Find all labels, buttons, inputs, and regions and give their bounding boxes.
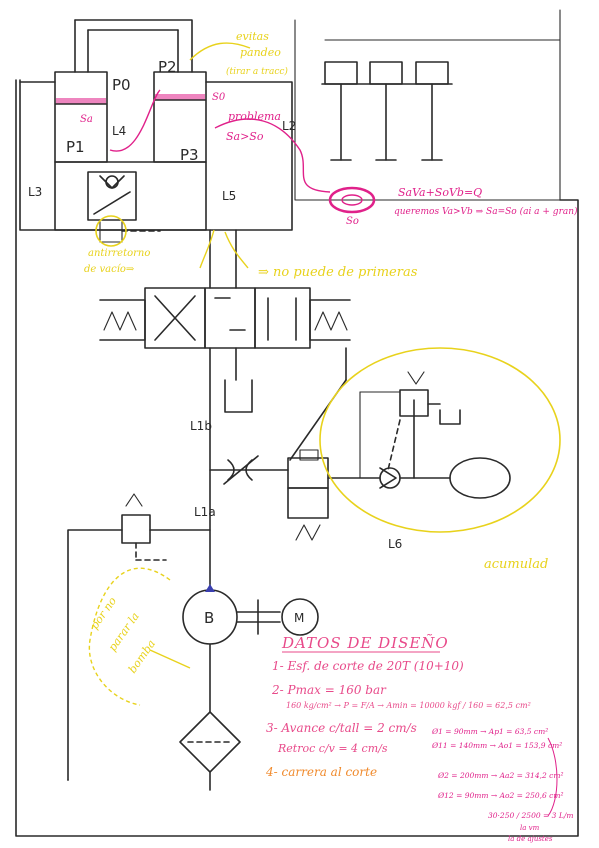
magenta-notes: Sa S0 problema Sa>So So SaVa+SoVb=Q quer… <box>80 92 578 227</box>
accumulator-circuit <box>287 371 511 541</box>
design-calc2: Ø11 = 140mm → Ao1 = 153,9 cm² <box>431 741 562 750</box>
design-item4: 4- carrera al corte <box>265 765 377 779</box>
note-evitar-2: pandeo <box>240 46 281 59</box>
note-problema-2: Sa>So <box>226 130 264 143</box>
label-l1b: L1b <box>190 419 212 433</box>
note-check-1: antirretorno <box>88 248 150 259</box>
design-calc7: la de ajustes <box>508 835 553 843</box>
design-item3b: Retroc c/v = 4 cm/s <box>277 742 388 755</box>
design-calc6: la vm <box>520 824 540 832</box>
label-motor: M <box>294 611 304 625</box>
design-item1: 1- Esf. de corte de 20T (10+10) <box>272 659 464 673</box>
note-evitar-3: (tirar a tracc) <box>226 66 288 77</box>
relief-valve <box>67 493 211 781</box>
note-problema-1: problema <box>228 110 281 123</box>
label-l3: L3 <box>28 185 42 199</box>
note-acumulador: acumulad <box>484 557 548 572</box>
note-evitar-1: evitas <box>236 30 269 43</box>
label-l4: L4 <box>112 124 126 138</box>
note-nopump-1: por no <box>88 594 120 631</box>
note-no-prime: ⇒ no puede de primeras <box>258 265 418 280</box>
magenta-annotation-strokes <box>109 89 376 214</box>
design-item2: 2- Pmax = 160 bar <box>271 683 387 697</box>
label-p0: P0 <box>112 76 131 94</box>
design-item3: 3- Avance c/tall = 2 cm/s <box>266 721 417 735</box>
note-nopump-3: bomba <box>126 637 158 675</box>
label-p3: P3 <box>180 146 199 164</box>
design-calc4: Ø12 = 90mm → Ao2 = 250,6 cm² <box>437 791 564 800</box>
design-calc5: 30·250 / 2500 = 3 L/m <box>488 811 573 820</box>
note-eq2: queremos Va>Vb ⇒ Sa=So (ai a + gran) <box>394 206 578 217</box>
label-l1a: L1a <box>194 505 216 519</box>
component-labels: P0 P2 P1 P3 L4 L3 L5 L2 L1b L1a L6 B M <box>28 58 402 627</box>
main-press-cylinders <box>19 19 293 231</box>
note-check-2: de vacío⇒ <box>84 264 135 275</box>
design-data-block: DATOS DE DISEÑO 1- Esf. de corte de 20T … <box>265 634 573 843</box>
design-calc3: Ø2 = 200mm → Aa2 = 314,2 cm² <box>437 771 563 780</box>
yellow-annotation-strokes <box>88 42 561 706</box>
note-s0-top: S0 <box>212 92 226 103</box>
design-calc1: Ø1 = 90mm → Ap1 = 63,5 cm² <box>431 727 548 736</box>
label-l2: L2 <box>282 119 296 133</box>
note-sa-left: Sa <box>80 114 93 125</box>
label-p1: P1 <box>66 138 85 156</box>
design-item2b: 160 kg/cm² → P = F/A → Amin = 10000 kgf … <box>286 701 531 710</box>
label-l6: L6 <box>388 537 402 551</box>
cutting-cylinders <box>321 39 561 161</box>
label-pump: B <box>204 609 214 627</box>
note-eq1: SaVa+SoVb=Q <box>398 186 482 199</box>
pump-motor <box>67 584 319 791</box>
design-title: DATOS DE DISEÑO <box>281 634 449 652</box>
note-nopump-2: parar la <box>106 610 142 654</box>
note-s0-ring: So <box>346 216 359 227</box>
directional-control-valve <box>99 229 351 413</box>
check-valve-block <box>87 171 161 243</box>
label-p2: P2 <box>158 58 177 76</box>
frame-lines <box>15 9 579 837</box>
label-l5: L5 <box>222 189 236 203</box>
